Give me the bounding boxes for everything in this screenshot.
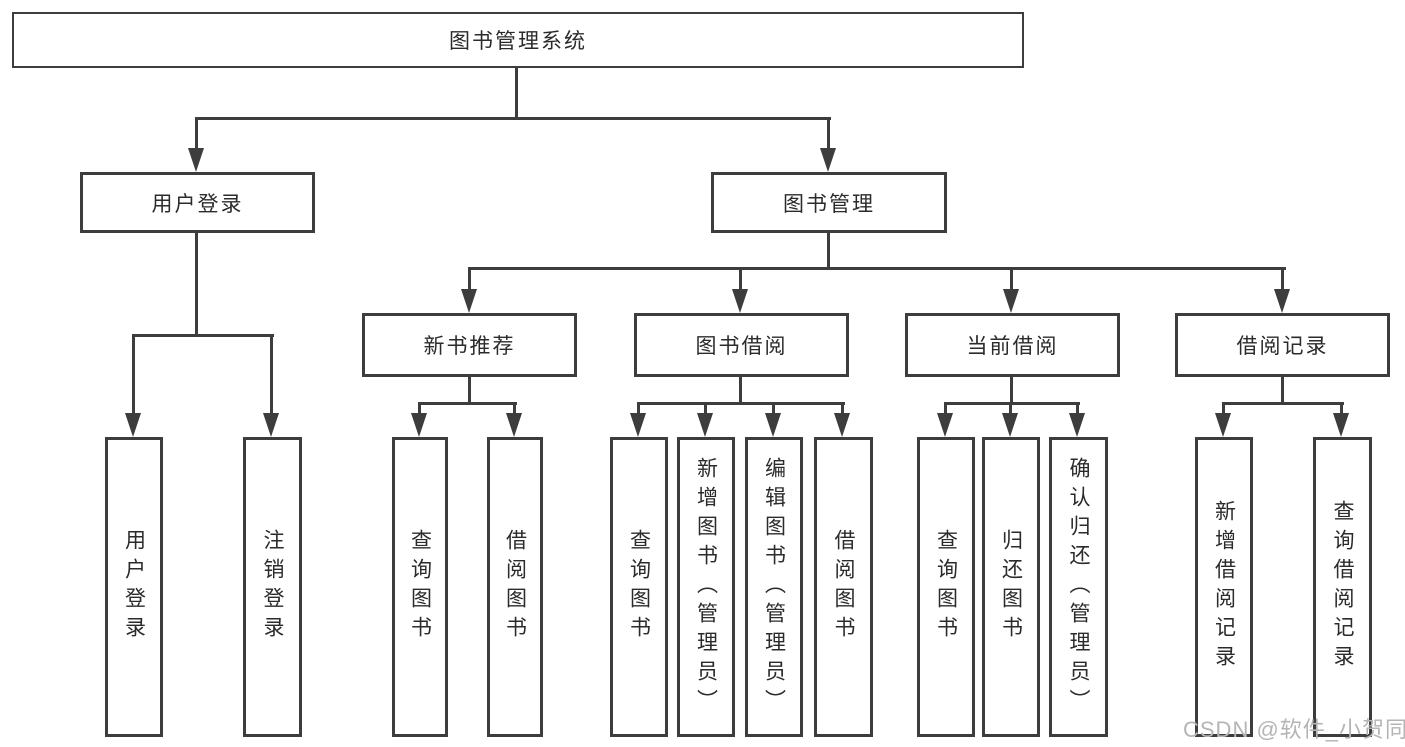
connector-line bbox=[468, 267, 471, 291]
connector-line bbox=[637, 402, 845, 405]
connector-line bbox=[772, 402, 775, 415]
connector-line bbox=[513, 402, 516, 415]
node-book-borrow: 图书借阅 bbox=[634, 313, 849, 377]
leaf-label: 查询图书 bbox=[408, 529, 432, 645]
connector-line bbox=[739, 267, 742, 291]
leaf-label: 编辑图书（管理员） bbox=[762, 456, 786, 718]
connector-line bbox=[637, 402, 640, 415]
leaf-query-books-borrow: 查询图书 bbox=[610, 437, 668, 737]
connector-line bbox=[132, 334, 135, 415]
leaf-query-books-current: 查询图书 bbox=[917, 437, 975, 737]
leaf-confirm-return-admin: 确认归还（管理员） bbox=[1049, 437, 1108, 737]
arrowhead-down-icon bbox=[1002, 413, 1018, 437]
csdn-watermark: CSDN @软件_小贺同学 bbox=[1183, 717, 1405, 742]
arrowhead-down-icon bbox=[263, 413, 279, 437]
connector-line bbox=[418, 402, 517, 405]
arrowhead-down-icon bbox=[125, 413, 141, 437]
leaf-label: 新增图书（管理员） bbox=[694, 456, 718, 718]
node-label: 图书管理系统 bbox=[449, 30, 587, 53]
connector-line bbox=[739, 374, 742, 405]
node-new-book-recommend: 新书推荐 bbox=[362, 313, 577, 377]
arrowhead-down-icon bbox=[1333, 413, 1349, 437]
leaf-label: 用户登录 bbox=[122, 529, 146, 645]
arrowhead-down-icon bbox=[461, 289, 477, 313]
arrowhead-down-icon bbox=[1069, 413, 1085, 437]
arrowhead-down-icon bbox=[765, 413, 781, 437]
leaf-query-borrow-record: 查询借阅记录 bbox=[1313, 437, 1372, 737]
node-label: 图书借阅 bbox=[695, 335, 788, 358]
connector-line bbox=[515, 66, 518, 118]
leaf-logout: 注销登录 bbox=[243, 437, 302, 737]
leaf-query-books-recommend: 查询图书 bbox=[392, 437, 448, 737]
arrowhead-down-icon bbox=[937, 413, 953, 437]
connector-line bbox=[827, 117, 830, 150]
connector-line bbox=[1009, 402, 1012, 415]
node-label: 借阅记录 bbox=[1236, 335, 1329, 358]
arrowhead-down-icon bbox=[1274, 289, 1290, 313]
connector-line bbox=[1222, 402, 1225, 415]
arrowhead-down-icon bbox=[630, 413, 646, 437]
leaf-borrow-books-recommend: 借阅图书 bbox=[487, 437, 543, 737]
leaf-label: 注销登录 bbox=[261, 529, 285, 645]
connector-line bbox=[1222, 402, 1344, 405]
connector-line bbox=[1340, 402, 1343, 415]
leaf-return-book: 归还图书 bbox=[982, 437, 1040, 737]
arrowhead-down-icon bbox=[1215, 413, 1231, 437]
connector-line bbox=[468, 374, 471, 405]
node-label: 当前借阅 bbox=[966, 335, 1059, 358]
connector-line bbox=[468, 267, 1286, 270]
leaf-borrow-books-borrow: 借阅图书 bbox=[814, 437, 873, 737]
node-book-management: 图书管理 bbox=[711, 172, 947, 233]
node-label: 图书管理 bbox=[783, 192, 875, 216]
connector-line bbox=[944, 402, 947, 415]
connector-line bbox=[132, 334, 274, 337]
connector-line bbox=[1076, 402, 1079, 415]
leaf-label: 查询借阅记录 bbox=[1331, 500, 1355, 674]
leaf-label: 归还图书 bbox=[999, 529, 1023, 645]
arrowhead-down-icon bbox=[732, 289, 748, 313]
node-user-login: 用户登录 bbox=[80, 172, 315, 233]
connector-line bbox=[827, 230, 830, 270]
connector-line bbox=[1281, 374, 1284, 405]
node-label: 新书推荐 bbox=[423, 335, 516, 358]
arrowhead-down-icon bbox=[834, 413, 850, 437]
leaf-label: 查询图书 bbox=[934, 529, 958, 645]
connector-line bbox=[1281, 267, 1284, 291]
arrowhead-down-icon bbox=[697, 413, 713, 437]
node-root-system: 图书管理系统 bbox=[12, 12, 1024, 68]
arrowhead-down-icon bbox=[506, 413, 522, 437]
arrowhead-down-icon bbox=[1003, 289, 1019, 313]
node-label: 用户登录 bbox=[151, 192, 244, 216]
arrowhead-down-icon bbox=[820, 148, 836, 172]
leaf-label: 借阅图书 bbox=[503, 529, 527, 645]
leaf-label: 确认归还（管理员） bbox=[1067, 456, 1091, 718]
connector-line bbox=[195, 117, 831, 120]
leaf-add-borrow-record: 新增借阅记录 bbox=[1195, 437, 1253, 737]
connector-line bbox=[270, 334, 273, 415]
leaf-user-login: 用户登录 bbox=[105, 437, 163, 737]
node-current-borrow: 当前借阅 bbox=[905, 313, 1120, 377]
connector-line bbox=[944, 402, 1080, 405]
connector-line bbox=[841, 402, 844, 415]
connector-line bbox=[195, 117, 198, 150]
connector-line bbox=[195, 230, 198, 337]
leaf-label: 借阅图书 bbox=[832, 529, 856, 645]
connector-line bbox=[1010, 267, 1013, 291]
connector-line bbox=[418, 402, 421, 415]
node-borrow-records: 借阅记录 bbox=[1175, 313, 1390, 377]
arrowhead-down-icon bbox=[411, 413, 427, 437]
arrowhead-down-icon bbox=[188, 148, 204, 172]
leaf-label: 新增借阅记录 bbox=[1212, 500, 1236, 674]
leaf-add-book-admin: 新增图书（管理员） bbox=[677, 437, 735, 737]
leaf-label: 查询图书 bbox=[627, 529, 651, 645]
leaf-edit-book-admin: 编辑图书（管理员） bbox=[745, 437, 803, 737]
connector-line bbox=[704, 402, 707, 415]
connector-line bbox=[1010, 374, 1013, 405]
